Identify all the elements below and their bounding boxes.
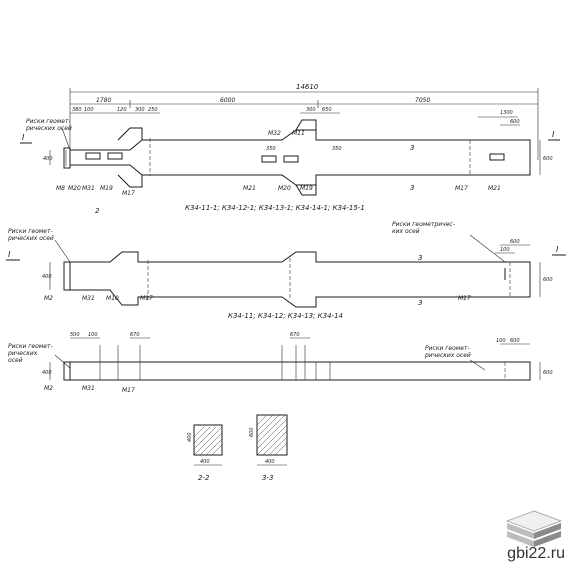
section-mark-1-top: I xyxy=(22,133,25,142)
dim-height-left: 400 xyxy=(43,156,53,162)
dim-small-12: 600 xyxy=(510,119,520,125)
part-m21-b: М21 xyxy=(488,185,501,192)
section-3-3: 600 400 3-3 xyxy=(249,414,288,482)
part-m31-b2: М31 xyxy=(82,295,95,302)
dim-600-b2: 600 xyxy=(510,239,520,245)
site-name: gbi22.ru xyxy=(507,545,565,562)
part-m17-b3: М17 xyxy=(122,387,135,394)
geom-axes-label-4: Риски геомет- рических осей xyxy=(7,343,55,364)
sec-2-2-height: 400 xyxy=(187,432,193,442)
section-mark-1-b2: I xyxy=(8,250,11,259)
part-m17-b2-r: М17 xyxy=(458,295,471,302)
dim-small-5: 300 xyxy=(135,107,145,113)
dim-height-right-b2: 600 xyxy=(543,277,553,283)
dim-670-b3-a: 670 xyxy=(130,332,140,338)
section-mark-1-right: I xyxy=(552,130,555,139)
geom-axes-label-3: Риски геометричес- ких осей xyxy=(392,221,457,235)
section-2-2: 400 400 2-2 xyxy=(187,424,223,482)
dim-height-right: 600 xyxy=(543,156,553,162)
section-mark-3-top: 3 xyxy=(410,144,414,152)
dim-small-4: 120 xyxy=(117,107,127,113)
dim-top-3: 7050 xyxy=(415,97,430,104)
part-m17-b: М17 xyxy=(455,185,468,192)
dim-total-length: 14610 xyxy=(296,83,319,91)
dim-height-right-b3: 600 xyxy=(543,370,553,376)
geom-axes-label-5: Риски геомет- рических осей xyxy=(424,345,472,359)
sec-2-2-width: 400 xyxy=(200,459,210,465)
dim-small-7: 300 xyxy=(306,107,316,113)
sec-2-2-title: 2-2 xyxy=(198,474,210,482)
beam-1-title: К34-11-1; К34-12-1; К34-13-1; К34-14-1; … xyxy=(185,204,365,212)
section-mark-1-b2-right: I xyxy=(556,245,559,254)
sec-3-3-width: 400 xyxy=(265,459,275,465)
part-m31: М31 xyxy=(82,185,95,192)
dim-top-2: 6000 xyxy=(220,97,235,104)
beam-2-title: К34-11; К34-12; К34-13; К34-14 xyxy=(228,312,343,320)
dim-height-left-b2: 400 xyxy=(42,274,52,280)
part-m19: М19 xyxy=(100,185,113,192)
part-m17-b2: М17 xyxy=(140,295,153,302)
dim-height-left-b3: 400 xyxy=(42,370,52,376)
dim-small-2: 100 xyxy=(84,107,94,113)
dim-100-b3-r: 100 xyxy=(496,338,506,344)
dim-small-8: 650 xyxy=(322,107,332,113)
section-mark-3-b2: 3 xyxy=(418,254,422,262)
part-m21: М21 xyxy=(243,185,256,192)
part-m2-b3: М2 xyxy=(44,385,53,392)
part-m20-b: М20 xyxy=(278,185,291,192)
geom-axes-label-2: Риски геомет- рических осей xyxy=(7,228,55,242)
dim-top-1: 1780 xyxy=(96,97,111,104)
beam-2-elevation: Риски геомет- рических осей Риски геомет… xyxy=(6,221,566,320)
dim-right-350: 350 xyxy=(332,146,342,152)
part-m2-b2: М2 xyxy=(44,295,53,302)
dim-100-b3: 100 xyxy=(88,332,98,338)
dim-670-b3-b: 670 xyxy=(290,332,300,338)
sec-3-3-height: 600 xyxy=(249,427,255,437)
part-m10-b2: М10 xyxy=(106,295,119,302)
gbi22-logo-icon xyxy=(505,510,563,547)
part-m17-a: М17 xyxy=(122,190,135,197)
dim-small-1: 380 xyxy=(72,107,82,113)
geom-axes-label-1: Риски геомет- рических осей xyxy=(25,118,73,132)
section-mark-2: 2 xyxy=(95,207,100,215)
section-mark-3-bottom: 3 xyxy=(410,184,414,192)
dim-100-b2: 100 xyxy=(500,247,510,253)
dim-mid-350: 350 xyxy=(266,146,276,152)
dim-500-b3: 500 xyxy=(70,332,80,338)
dim-small-6: 250 xyxy=(148,107,158,113)
part-m11: М11 xyxy=(292,130,305,137)
sec-3-3-title: 3-3 xyxy=(262,474,273,482)
section-mark-3-b2-bottom: 3 xyxy=(418,299,422,307)
beam-3-plan: Риски геомет- рических осей Риски геомет… xyxy=(7,332,553,394)
beam-1-elevation: 14610 1780 6000 7050 380 100 120 300 250… xyxy=(20,83,560,215)
part-m31-b3: М31 xyxy=(82,385,95,392)
part-m32: М32 xyxy=(268,130,281,137)
dim-600-b3: 600 xyxy=(510,338,520,344)
part-m8: М8 xyxy=(56,185,65,192)
part-m20: М20 xyxy=(68,185,81,192)
part-m19-b: М19 xyxy=(300,185,313,192)
dim-small-11: 1300 xyxy=(500,110,513,116)
